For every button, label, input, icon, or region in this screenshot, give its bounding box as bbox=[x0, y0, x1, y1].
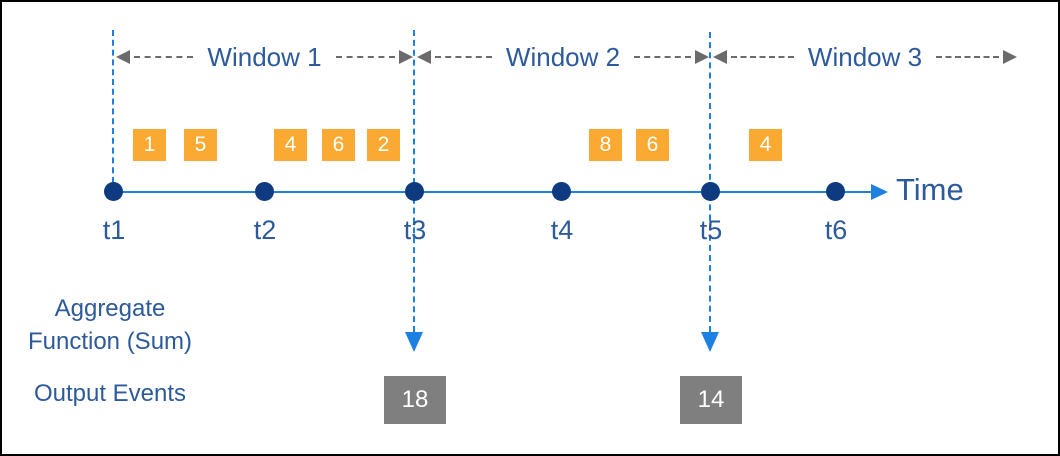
window-label-1: Window 1 bbox=[207, 41, 322, 72]
event-box-7: 6 bbox=[636, 129, 669, 161]
dashed-segment bbox=[335, 56, 395, 58]
tick-label-t5: t5 bbox=[699, 215, 723, 245]
event-box-4: 6 bbox=[322, 129, 355, 161]
tick-label-t6: t6 bbox=[824, 215, 848, 245]
window-boundary-line-t3 bbox=[413, 30, 415, 332]
timeline-axis bbox=[113, 191, 873, 193]
output-arrowhead-t3-icon bbox=[405, 332, 423, 352]
event-box-1: 1 bbox=[133, 129, 166, 161]
window-span-1: Window 1 bbox=[116, 41, 413, 72]
time-axis-label: Time bbox=[896, 172, 964, 207]
event-box-5: 2 bbox=[367, 129, 400, 161]
tick-label-t2: t2 bbox=[253, 215, 277, 245]
window-boundary-line-t1 bbox=[112, 30, 114, 183]
aggregate-function-label-line2: Function (Sum) bbox=[27, 328, 193, 355]
window-span-2: Window 2 bbox=[417, 41, 709, 72]
tick-label-t1: t1 bbox=[102, 215, 126, 245]
timeline-dot-t2 bbox=[255, 182, 274, 201]
output-arrowhead-t5-icon bbox=[701, 332, 719, 352]
arrow-left-icon bbox=[713, 50, 727, 64]
dashed-segment bbox=[634, 56, 691, 58]
event-box-3: 4 bbox=[274, 129, 307, 161]
output-value-box-t5: 14 bbox=[680, 376, 742, 424]
timeline-dot-t1 bbox=[104, 182, 123, 201]
arrow-right-icon bbox=[1003, 50, 1017, 64]
timeline-arrowhead-icon bbox=[871, 184, 888, 200]
timeline-dot-t3 bbox=[405, 182, 424, 201]
dashed-segment bbox=[936, 56, 999, 58]
arrow-left-icon bbox=[116, 50, 130, 64]
window-label-3: Window 3 bbox=[807, 41, 923, 72]
arrow-left-icon bbox=[417, 50, 431, 64]
dashed-segment bbox=[731, 56, 794, 58]
timeline-dot-t4 bbox=[552, 182, 571, 201]
dashed-segment bbox=[435, 56, 492, 58]
window-span-3: Window 3 bbox=[713, 41, 1017, 72]
timeline-dot-t6 bbox=[826, 182, 845, 201]
dashed-segment bbox=[134, 56, 194, 58]
event-box-6: 8 bbox=[589, 129, 622, 161]
aggregate-function-label-line1: Aggregate bbox=[54, 295, 166, 322]
window-label-2: Window 2 bbox=[505, 41, 621, 72]
output-value-box-t3: 18 bbox=[384, 376, 446, 424]
event-box-8: 4 bbox=[749, 129, 782, 161]
arrow-right-icon bbox=[399, 50, 413, 64]
aggregate-function-label: Aggregate Function (Sum) bbox=[10, 292, 210, 358]
output-events-label: Output Events bbox=[33, 380, 187, 407]
timeline-dot-t5 bbox=[701, 182, 720, 201]
event-box-2: 5 bbox=[184, 129, 217, 161]
tick-label-t4: t4 bbox=[550, 215, 574, 245]
tick-label-t3: t3 bbox=[403, 215, 427, 245]
arrow-right-icon bbox=[695, 50, 709, 64]
